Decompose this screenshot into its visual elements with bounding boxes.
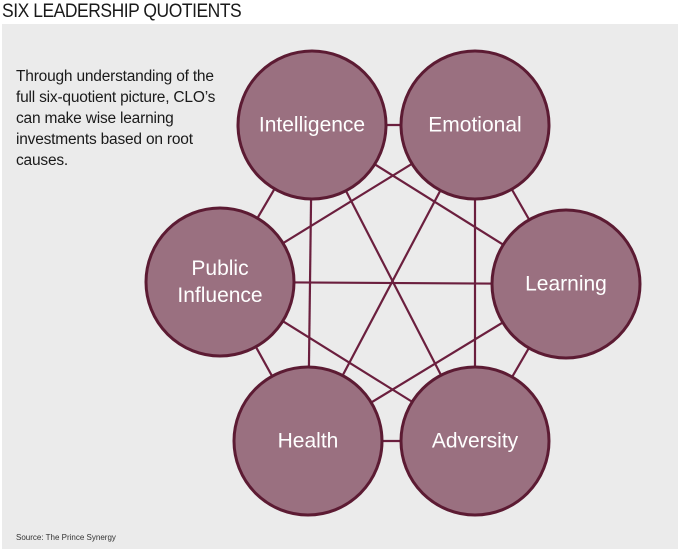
node-label-public-influence: Influence xyxy=(177,284,262,307)
node-emotional: Emotional xyxy=(399,49,551,201)
node-circle-intelligence xyxy=(236,49,388,201)
node-circle-adversity xyxy=(399,365,551,517)
node-adversity: Adversity xyxy=(399,365,551,517)
node-label-intelligence: Intelligence xyxy=(259,114,365,137)
node-label-public-influence: Public xyxy=(191,257,248,280)
node-label-emotional: Emotional xyxy=(428,114,521,137)
node-label-adversity: Adversity xyxy=(432,430,519,453)
page-title: SIX LEADERSHIP QUOTIENTS xyxy=(2,1,242,22)
source-note: Source: The Prince Synergy xyxy=(16,533,116,542)
node-label-health: Health xyxy=(278,430,339,453)
node-circle-learning xyxy=(490,208,642,360)
node-circle-emotional xyxy=(399,49,551,201)
node-label-learning: Learning xyxy=(525,273,607,296)
node-circle-public-influence xyxy=(144,206,296,358)
node-learning: Learning xyxy=(490,208,642,360)
node-health: Health xyxy=(232,365,384,517)
node-circle-health xyxy=(232,365,384,517)
intro-text: Through understanding of the full six-qu… xyxy=(16,68,216,169)
node-intelligence: Intelligence xyxy=(236,49,388,201)
